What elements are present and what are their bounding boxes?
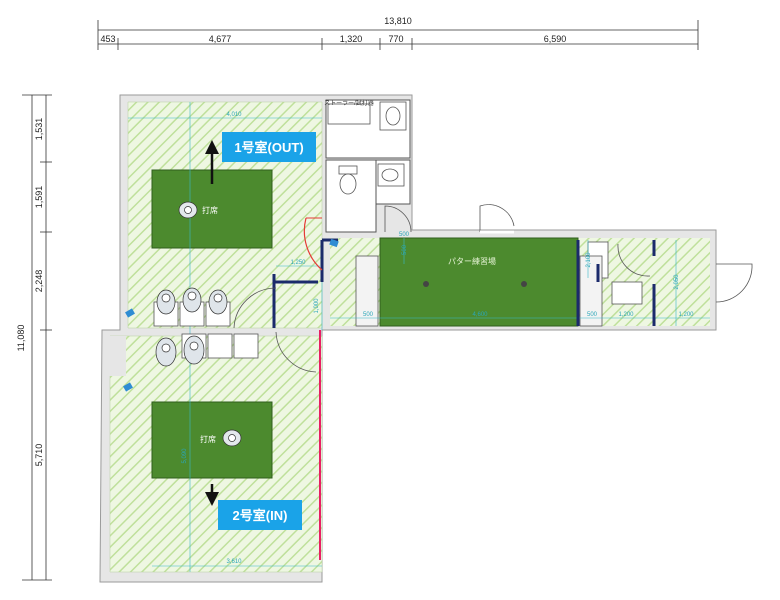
inner-dim: 1,250 [290, 260, 306, 266]
inner-dim: 500 [587, 312, 598, 318]
inner-dim: 1,200 [678, 312, 694, 318]
room1-label-text: 1号室(OUT) [234, 140, 303, 155]
room1-label: 1号室(OUT) [222, 132, 316, 162]
arrow-down-icon [205, 484, 219, 506]
golfer-icon [222, 429, 242, 447]
inner-dim: 1,000 [314, 298, 320, 314]
putting-label: パター練習場 [448, 256, 496, 266]
left-total-dim: 11,080 [16, 325, 26, 352]
lobby-door [233, 287, 277, 329]
entry-door-north [479, 204, 515, 232]
left-seg-dim: 1,531 [34, 118, 44, 141]
inner-dim: 500 [402, 244, 408, 255]
inner-dim: 500 [399, 232, 410, 238]
storage-label: ストーラー/試打器 [324, 99, 374, 107]
washroom-door [384, 205, 412, 233]
inner-dim: 500 [363, 312, 374, 318]
golfer-icon [178, 201, 198, 219]
top-seg-dim: 453 [100, 34, 115, 44]
left-dimension-line: 11,080 1,531 1,591 2,248 5,710 [16, 94, 52, 581]
top-seg-dim: 770 [388, 34, 403, 44]
top-dimension-line: 13,810 453 4,677 1,320 770 6,590 [97, 16, 699, 50]
left-seg-dim: 1,591 [34, 186, 44, 209]
room2-label: 2号室(IN) [218, 500, 302, 530]
inner-dim: 2,100 [586, 252, 592, 268]
inner-dim: 4,010 [226, 112, 242, 118]
putting-hole [521, 281, 527, 287]
camera-icon [123, 238, 339, 392]
room2-door [275, 331, 317, 373]
putting-hole [423, 281, 429, 287]
entry-door-east [715, 263, 753, 303]
inner-dim: 4,600 [472, 312, 488, 318]
storage-shelf [327, 103, 371, 125]
inner-dim: 1,200 [618, 312, 634, 318]
tee-label-lower: 打席 [200, 434, 216, 444]
top-seg-dim: 1,320 [340, 34, 363, 44]
inner-dim: 3,610 [226, 559, 242, 565]
top-seg-dim: 4,677 [209, 34, 232, 44]
left-seg-dim: 5,710 [34, 444, 44, 467]
left-seg-dim: 2,248 [34, 270, 44, 293]
person-icon [155, 287, 228, 367]
room1-door [303, 217, 323, 271]
inner-dim: 5,090 [182, 448, 188, 464]
top-seg-dim: 6,590 [544, 34, 567, 44]
inner-dim: 2,050 [674, 274, 680, 290]
room2-label-text: 2号室(IN) [233, 508, 288, 523]
tee-label-upper: 打席 [202, 205, 218, 215]
counter-box [611, 281, 643, 305]
room2-turf [151, 401, 273, 479]
washroom-block: ストーラー/試打器 [324, 99, 412, 233]
interior-walls [272, 238, 656, 328]
washbasin-icon [377, 163, 405, 187]
toilet-icon [338, 165, 358, 195]
arrow-up-icon [205, 140, 219, 184]
top-total-dim: 13,810 [384, 16, 412, 26]
